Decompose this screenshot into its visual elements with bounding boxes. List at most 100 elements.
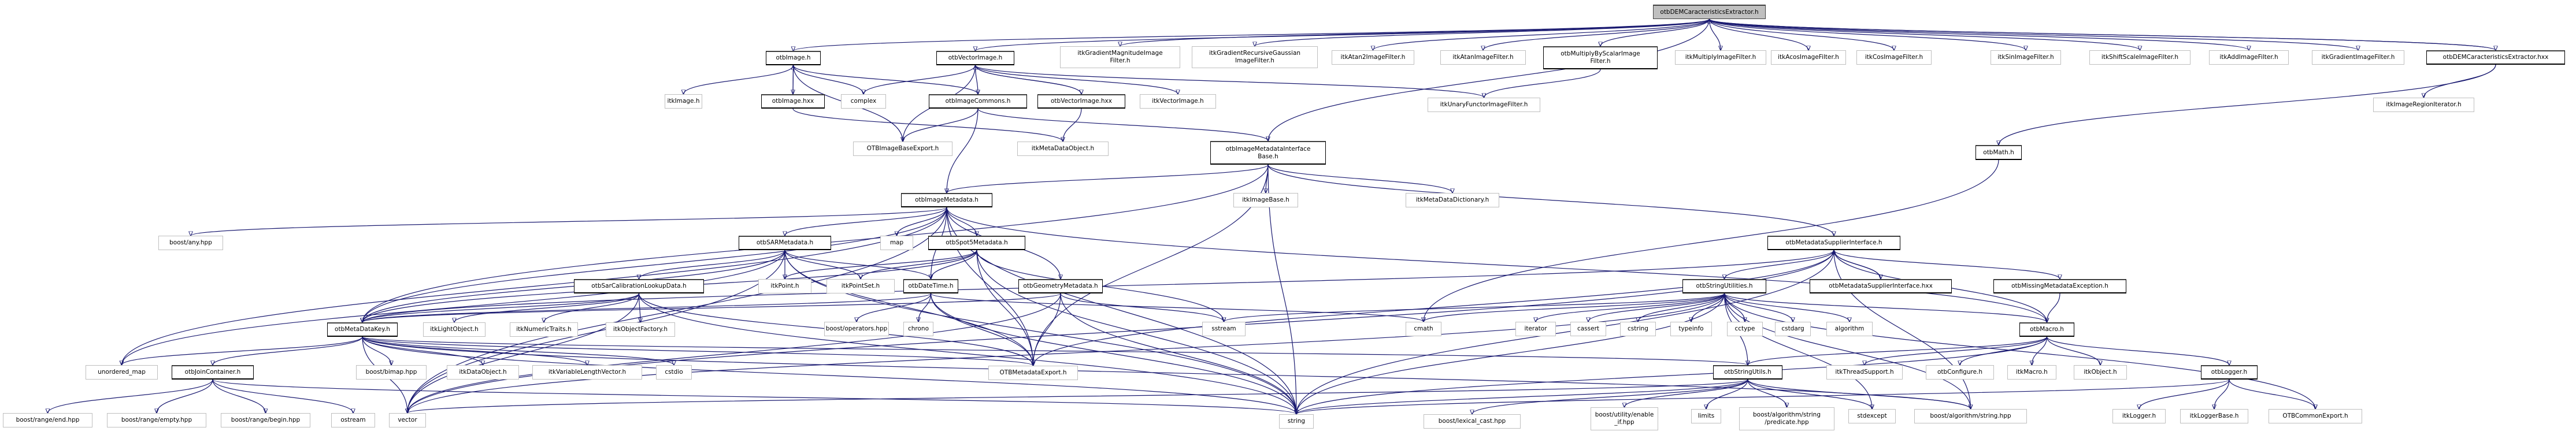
graph-node-otbspot5metadata[interactable]: otbSpot5Metadata.h (928, 236, 1025, 250)
edge-otbSpot5Metadata-to-string (976, 250, 1296, 414)
graph-node-otbdatetime[interactable]: otbDateTime.h (903, 279, 958, 293)
edge-otbImageCommons-to-OTBImageBaseExport (903, 108, 978, 142)
graph-node-cmath: cmath (1406, 322, 1441, 336)
edge-otbLogger-to-itkLoggerBase (2214, 379, 2230, 409)
graph-node-boost-lexical-cast: boost/lexical_cast.hpp (1424, 414, 1521, 429)
graph-node-itkacos: itkAcosImageFilter.h (1771, 50, 1846, 65)
graph-node-otbimage-hxx[interactable]: otbImage.hxx (761, 94, 825, 109)
edge-otbMetaDataKey-to-otbJoinContainer (213, 336, 363, 365)
edge-otbDateTime-to-OTBMetadataExport (930, 293, 1033, 366)
graph-node-itkmetadatadictionary: itkMetaDataDictionary.h (1406, 193, 1499, 207)
edge-otbStringUtils-to-stdexcept (1747, 379, 1872, 409)
graph-node-itkmacro: itkMacro.h (2007, 365, 2056, 380)
graph-node-itksin: itkSinImageFilter.h (1991, 50, 2061, 65)
graph-node-cassert: cassert (1570, 322, 1606, 336)
graph-node-otbmetadataexport: OTBMetadataExport.h (988, 366, 1078, 380)
edge-otbMacro-to-itkMacro (2032, 336, 2048, 365)
edge-otbStringUtilities-to-iterator (1536, 293, 1725, 322)
edge-root-to-itkShiftScale (1708, 18, 2140, 50)
graph-node-otbstringutils[interactable]: otbStringUtils.h (1713, 365, 1782, 380)
edge-otbSARMetadata-to-unordered_map (122, 250, 785, 365)
graph-node-otbmetadatakey[interactable]: otbMetaDataKey.h (327, 322, 398, 337)
edge-otbGeometryMetadata-to-vector (407, 293, 1061, 413)
graph-node-itkgradientmagnitude: itkGradientMagnitudeImage Filter.h (1060, 46, 1180, 68)
edge-otbImageMetadata-to-otbMetaDataKey (362, 207, 947, 322)
edge-otbSpot5Metadata-to-itkPointSet (861, 250, 977, 279)
edge-root-to-itkAtan (1483, 18, 1710, 50)
edge-otbGeometryMetadata-to-otbMetaDataKey (362, 293, 1061, 322)
edge-otbMacro-to-otbStringUtils (1748, 336, 2048, 365)
edge-otbGeometryMetadata-to-string (1060, 293, 1296, 414)
graph-node-root-hxx[interactable]: otbDEMCaracteristicsExtractor.hxx (2426, 50, 2565, 65)
graph-node-otbjoincontainer[interactable]: otbJoinContainer.h (172, 365, 254, 380)
graph-node-otbmultiplybyscalar[interactable]: otbMultiplyByScalarImage Filter.h (1543, 46, 1658, 69)
edge-otbMultiplyByScalar-to-itkUnaryFunctor (1484, 69, 1601, 98)
edge-otbStringUtilities-to-sstream (1224, 293, 1725, 322)
graph-node-typeinfo: typeinfo (1670, 322, 1712, 336)
edge-root-to-itkCos (1708, 18, 1895, 50)
graph-node-otbimagebaseexport: OTBImageBaseExport.h (853, 142, 952, 156)
edge-otbJoinContainer-to-string (212, 379, 1296, 414)
graph-node-otblogger[interactable]: otbLogger.h (2201, 365, 2258, 380)
graph-node-itkcos: itkCosImageFilter.h (1856, 50, 1932, 65)
edge-otbLogger-to-string (1296, 379, 2230, 414)
edge-otbVectorImage_hxx-to-itkMetaDataObject (1063, 108, 1082, 142)
graph-node-boost-bimap: boost/bimap.hpp (356, 365, 427, 380)
edge-otbStringUtils-to-vector (407, 379, 1748, 413)
graph-node-otbimagecommons[interactable]: otbImageCommons.h (929, 94, 1027, 109)
edge-otbImageCommons-to-otbImageMetadata (947, 108, 978, 193)
graph-node-itkobject: itkObject.h (2074, 365, 2127, 380)
graph-node-itkatan: itkAtanImageFilter.h (1440, 50, 1526, 65)
graph-node-itkobjectfactory: itkObjectFactory.h (606, 322, 675, 337)
graph-node-otbvectorimage-h[interactable]: otbVectorImage.h (936, 51, 1014, 65)
graph-node-otbimage-h[interactable]: otbImage.h (766, 51, 821, 65)
graph-node-otbmacro[interactable]: otbMacro.h (2019, 322, 2074, 337)
graph-node-otbsarmetadata[interactable]: otbSARMetadata.h (739, 236, 831, 250)
edge-otbIMIBase-to-otbMSI (1267, 164, 1834, 236)
edge-otbVectorImage_h-to-complex (863, 65, 976, 94)
edge-otbImage_hxx-to-itkMetaDataObject (792, 108, 1063, 142)
graph-node-itkgradient: itkGradientImageFilter.h (2312, 50, 2404, 65)
edge-otbSARMetadata-to-otbMetaDataKey (362, 250, 785, 322)
graph-node-otbsarcal[interactable]: otbSarCalibrationLookupData.h (574, 279, 704, 293)
graph-node-cstdio: cstdio (656, 365, 692, 380)
edge-otbImageMetadata-to-vector (407, 207, 947, 413)
edge-otbStringUtils-to-boost_predicate (1747, 379, 1787, 407)
edge-otbSarCal-to-otbMetaDataKey (362, 293, 640, 322)
graph-node-itkatan2: itkAtan2ImageFilter.h (1332, 50, 1414, 65)
graph-node-otbmsi-hxx[interactable]: otbMetadataSupplierInterface.hxx (1810, 279, 1952, 293)
edge-otbMacro-to-otbConfigure (1960, 336, 2048, 365)
graph-node-stdexcept: stdexcept (1848, 409, 1896, 423)
edge-otbDateTime-to-otbMetaDataKey (362, 293, 932, 322)
edge-root-to-otbIMIBase (1268, 18, 1710, 141)
graph-node-itkthreadsupport: itkThreadSupport.h (1826, 365, 1903, 380)
edge-otbStringUtilities-to-typeinfo (1691, 293, 1725, 322)
edge-otbStringUtils-to-boost_enable_if (1625, 379, 1748, 407)
edge-otbMetaDataKey-to-unordered_map (122, 336, 363, 365)
edge-otbStringUtils-to-limits (1706, 379, 1748, 409)
graph-node-otbmsi[interactable]: otbMetadataSupplierInterface.h (1767, 236, 1900, 250)
graph-node-root[interactable]: otbDEMCaracteristicsExtractor.h (1653, 5, 1766, 19)
edge-otbVectorImage_h-to-itkVectorImage (974, 65, 1178, 94)
graph-node-itkadd: itkAddImageFilter.h (2209, 50, 2289, 65)
edge-otbImageMetadata-to-OTBMetadataExport (946, 207, 1033, 366)
edge-root-to-itkGradient (1708, 18, 2359, 50)
edge-otbMacro-to-otbLogger (2046, 336, 2230, 365)
graph-node-otbstringutilities[interactable]: otbStringUtilities.h (1682, 279, 1766, 293)
graph-node-otbmath[interactable]: otbMath.h (1975, 145, 2022, 160)
edge-otbStringUtilities-to-string (1296, 293, 1725, 414)
graph-node-otbmissingmeta[interactable]: otbMissingMetadataException.h (1993, 279, 2126, 293)
graph-node-unordered-map: unordered_map (86, 365, 158, 380)
graph-node-otbvectorimage-hxx[interactable]: otbVectorImage.hxx (1037, 94, 1125, 109)
edge-otbSARMetadata-to-otbDateTime (784, 250, 931, 279)
graph-node-itkpoint: itkPoint.h (758, 279, 811, 293)
graph-node-otbimagemetadata[interactable]: otbImageMetadata.h (901, 193, 992, 207)
graph-node-otbimibase[interactable]: otbImageMetadataInterface Base.h (1210, 141, 1326, 165)
graph-node-map: map (880, 236, 913, 250)
graph-node-vector: vector (389, 413, 426, 427)
graph-node-itkimagebase: itkImageBase.h (1233, 193, 1298, 207)
graph-node-boost-range-begin: boost/range/begin.hpp (221, 413, 310, 427)
edge-otbSpot5Metadata-to-OTBMetadataExport (976, 250, 1033, 366)
graph-node-otbgeometrymetadata[interactable]: otbGeometryMetadata.h (1018, 279, 1103, 293)
